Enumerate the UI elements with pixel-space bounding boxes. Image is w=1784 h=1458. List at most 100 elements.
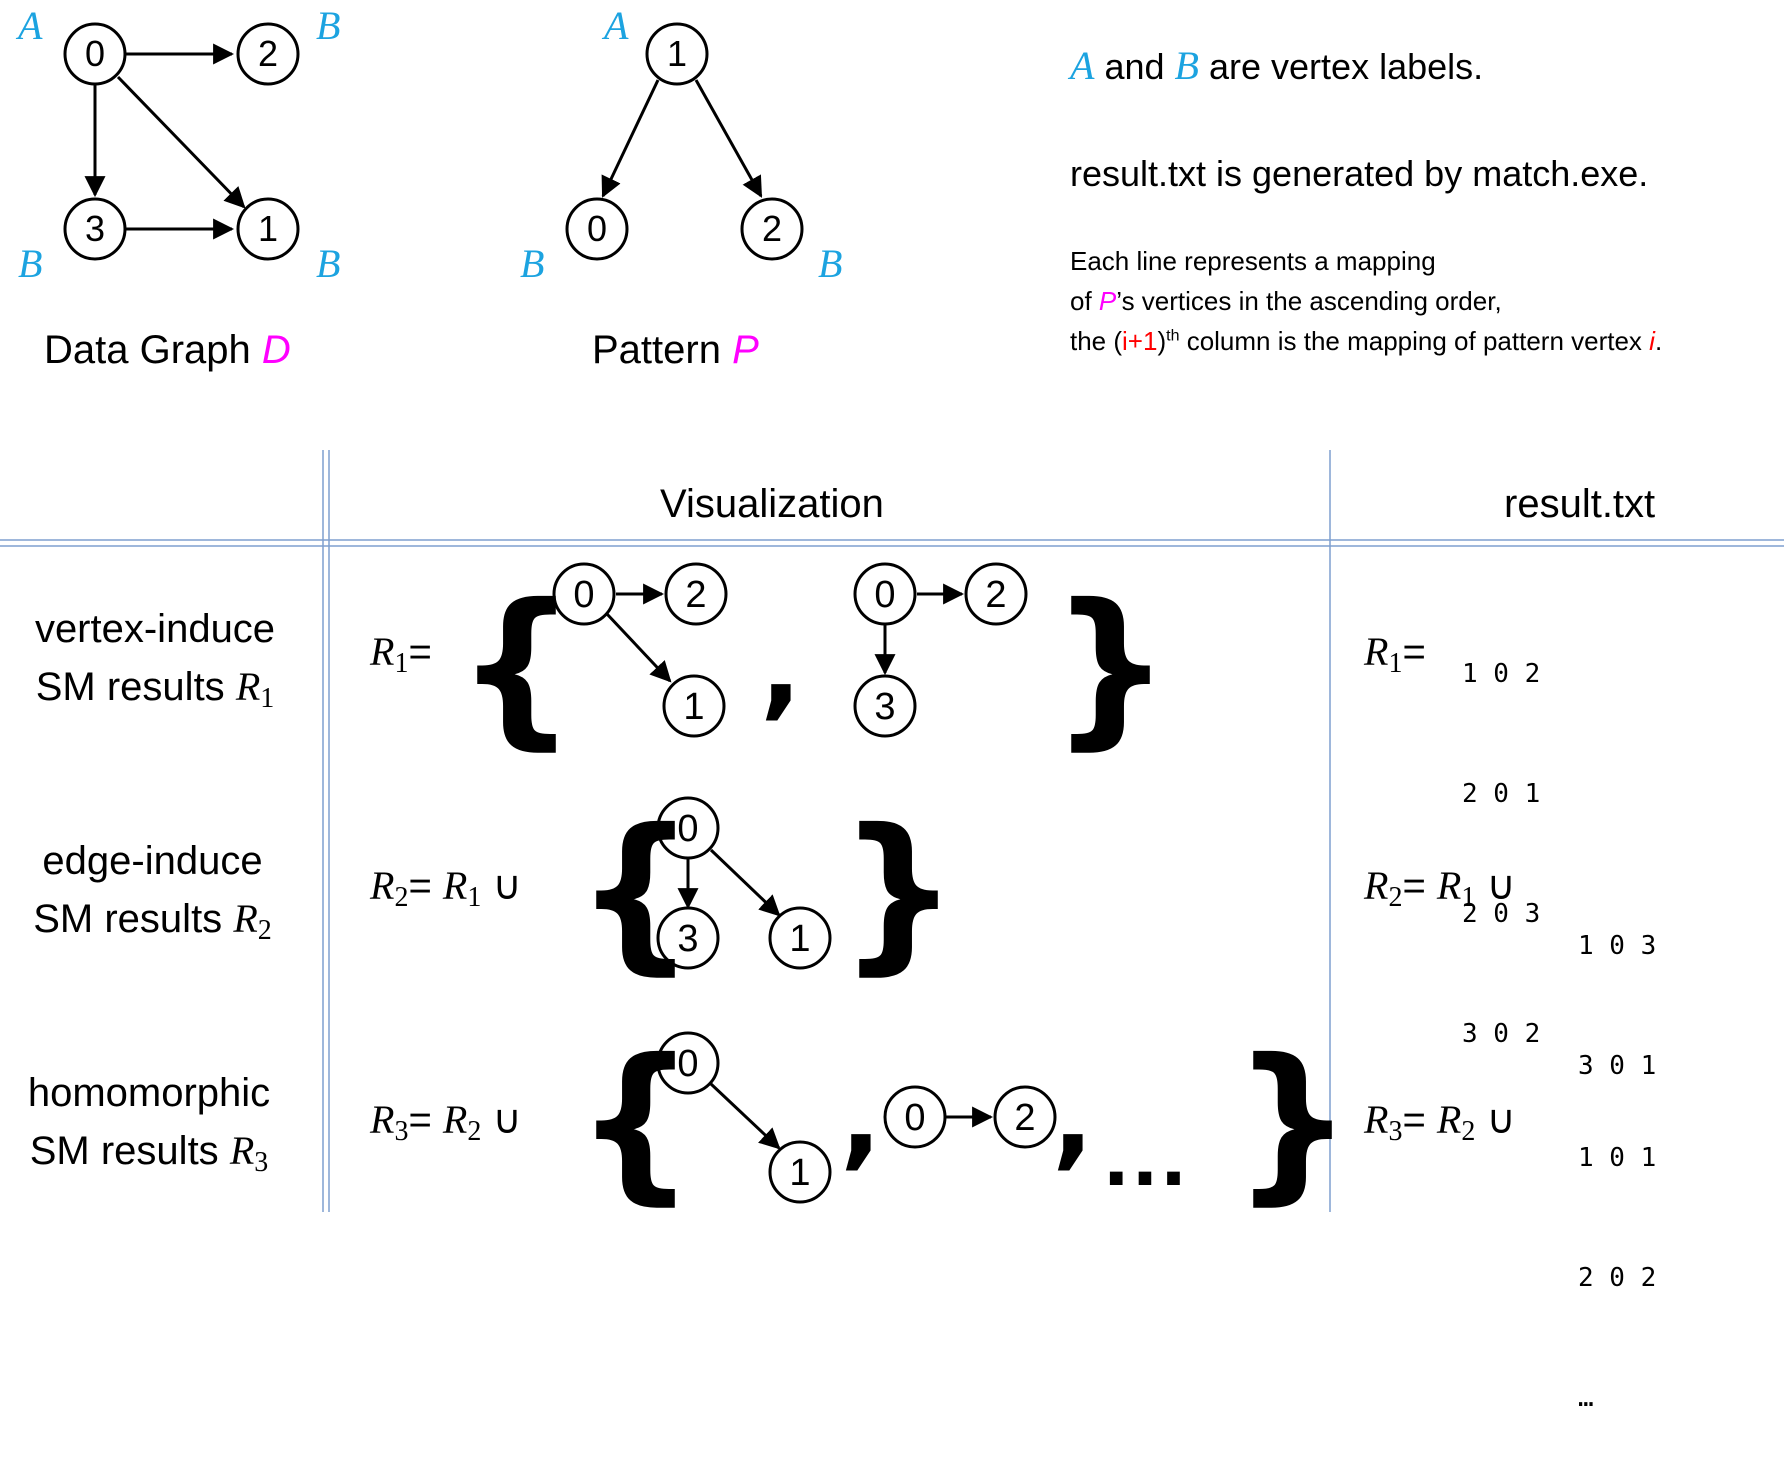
note-each-line: Each line represents a mapping [1070, 246, 1436, 276]
row1-name-sym: R [235, 664, 261, 709]
r2-res-prev: R [1436, 863, 1462, 908]
note-the: the ( [1070, 326, 1123, 356]
r1b-node-0: 0 [874, 574, 895, 616]
row3-name-sub: 3 [254, 1147, 269, 1178]
braces: { } { } { } , , , [456, 568, 1353, 1212]
r1-res-sub: 1 [1388, 648, 1403, 679]
dg-label-b-node3: B [18, 241, 43, 286]
row2-name-sub: 2 [257, 915, 272, 946]
r3-result-lhs: R3= R2 ∪ [1364, 1100, 1516, 1146]
r3-res-prev-sub: 2 [1461, 1116, 1476, 1147]
note-and: and [1104, 46, 1165, 87]
node-0-text: 0 [85, 33, 105, 74]
r1a-node-1: 1 [683, 686, 704, 728]
row2-name: edge-induce SM results R2 [0, 832, 305, 960]
r3-res-line-2: 2 0 2 [1578, 1263, 1657, 1293]
r1-res-line-2: 2 0 1 [1462, 779, 1541, 809]
r1-res-line-1: 1 0 2 [1462, 659, 1541, 689]
r1-vis-lhs: R1= [370, 632, 432, 678]
r2-node-0: 0 [677, 808, 698, 850]
p-node-2 [740, 197, 804, 261]
note-th: th [1166, 327, 1180, 345]
r1b-node-3: 3 [874, 686, 895, 728]
diagram-svg: 0 2 3 1 1 0 2 0 2 1 0 [0, 22, 1784, 1212]
r1-result-lines: 1 0 2 2 0 1 2 0 3 3 0 2 [1462, 574, 1540, 1094]
r1a-node-0: 0 [573, 574, 594, 616]
note-close: ) [1157, 326, 1167, 356]
p-node-2-text: 2 [762, 208, 782, 249]
r2-result-lhs: R2= R1 ∪ [1364, 866, 1516, 912]
r3-vis-prev-sym: R [442, 1097, 468, 1142]
row1-name-line2: SM results R1 [0, 658, 310, 728]
pattern-caption: Pattern P [592, 330, 759, 370]
row1-name-sub: 1 [260, 683, 275, 714]
note-p: P [1098, 286, 1117, 316]
r1-res-eq: = [1402, 630, 1426, 674]
r2-res-prev-sub: 1 [1461, 882, 1476, 913]
r3-left-brace: { [575, 1023, 696, 1212]
row2-name-line2: SM results R2 [0, 890, 305, 960]
edge-0-1 [116, 75, 246, 209]
p-label-b-node0: B [520, 241, 545, 286]
dg-label-b-node2: B [316, 3, 341, 48]
node-2 [236, 22, 300, 86]
row1-name-line1: vertex-induce [34, 607, 276, 651]
note-rest: are vertex labels. [1209, 46, 1484, 87]
row2-name-sm: SM results [33, 897, 223, 941]
r2-node-3: 3 [677, 918, 698, 960]
r2-left-brace: { [575, 793, 696, 991]
r1-right-brace: } [1050, 568, 1171, 766]
r3-res-sub: 3 [1388, 1116, 1403, 1147]
r2-vis-eq: = [408, 864, 432, 908]
r3-vis-ellipsis: … [1100, 1105, 1190, 1205]
r1-vis-eq: = [408, 630, 432, 674]
row3-name-line2: SM results R3 [0, 1122, 298, 1192]
r3-res-prev: R [1436, 1097, 1462, 1142]
data-graph-caption: Data Graph D [44, 330, 291, 370]
table-grid [0, 450, 1784, 1212]
r2-vis-union: ∪ [492, 864, 522, 908]
p-node-0-text: 0 [587, 208, 607, 249]
pattern-caption-text: Pattern [592, 328, 721, 372]
r2-node-1: 1 [789, 918, 810, 960]
node-0 [63, 22, 127, 86]
r1-vis-graph-b: 0 2 3 [853, 562, 1028, 738]
header-result-txt: result.txt [1504, 482, 1656, 526]
r1-vis-sub: 1 [394, 648, 409, 679]
r3a-node-0: 0 [677, 1043, 698, 1085]
note-of: of [1070, 286, 1092, 316]
r1a-node-2: 2 [685, 574, 706, 616]
r3b-node-2: 2 [1014, 1097, 1035, 1139]
note-result-generated: result.txt is generated by match.exe. [1070, 153, 1649, 194]
row2-name-sym: R [233, 896, 258, 941]
node-3-text: 3 [85, 208, 105, 249]
r2-vis-graph: 0 3 1 [656, 796, 832, 970]
r2-res-sym: R [1364, 863, 1389, 908]
r2-res-line-1: 1 0 3 [1578, 931, 1657, 961]
r3a-node-1: 1 [789, 1152, 810, 1194]
note-end: . [1654, 326, 1663, 356]
r2-res-line-2: 3 0 1 [1578, 1051, 1657, 1081]
r2-vis-prev-sym: R [442, 863, 468, 908]
r2-res-union: ∪ [1486, 864, 1516, 908]
r1-comma: , [760, 603, 802, 731]
r3-vis-prev-sub: 2 [467, 1116, 482, 1147]
row3-name-sm: SM results [29, 1129, 219, 1173]
p-node-1-text: 1 [667, 33, 687, 74]
data-graph-symbol: D [261, 328, 291, 372]
note-col-rest: column is the mapping of pattern vertex [1179, 326, 1650, 356]
edge-p-1-0 [601, 79, 660, 198]
pattern-graph: 1 0 2 [565, 22, 804, 261]
r2-vis-sym: R [370, 863, 395, 908]
p-label-b-node2: B [818, 241, 843, 286]
r1-res-sym: R [1364, 629, 1389, 674]
r2-right-brace: } [838, 793, 959, 991]
dg-label-b-node1: B [316, 241, 341, 286]
node-1 [236, 197, 300, 261]
node-2-text: 2 [258, 33, 278, 74]
row3-name-line1: homomorphic [27, 1071, 271, 1115]
r3b-node-0: 0 [904, 1097, 925, 1139]
r3-vis-union: ∪ [492, 1098, 522, 1142]
r1-vis-sym: R [370, 629, 395, 674]
note-ascending: of P’s vertices in the ascending order, [1070, 288, 1502, 314]
